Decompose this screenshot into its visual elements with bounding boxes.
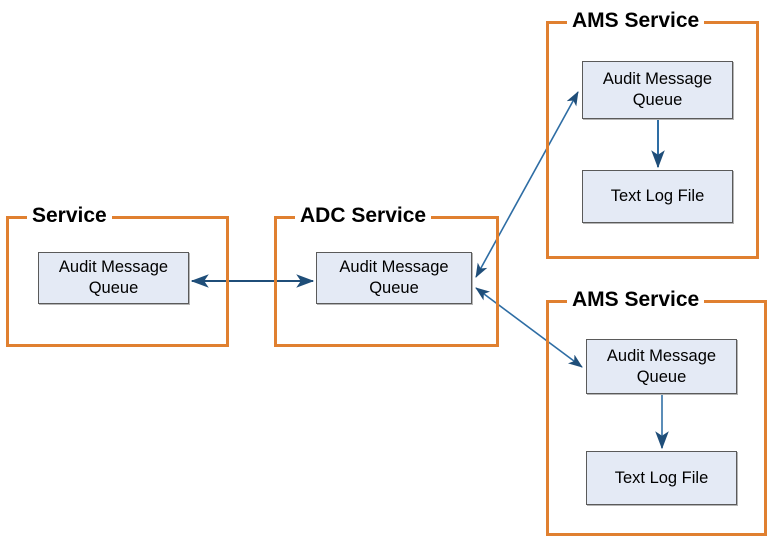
node-ams-top-text-log-file: Text Log File <box>582 170 733 223</box>
container-adc-service-title: ADC Service <box>295 203 432 229</box>
node-ams-top-amq-line1: Audit Message <box>602 70 713 88</box>
node-service-amq-line2: Queue <box>88 279 139 297</box>
container-ams-service-top-title: AMS Service <box>567 8 705 34</box>
node-ams-bottom-log-line1: Text Log File <box>614 468 709 487</box>
container-ams-service-bottom: AMS Service <box>546 287 767 536</box>
node-adc-amq-line2: Queue <box>369 279 419 297</box>
container-ams-service-bottom-title: AMS Service <box>567 287 705 313</box>
node-adc-amq-line1: Audit Message <box>339 258 449 276</box>
node-ams-bottom-amq-line2: Queue <box>636 367 687 386</box>
node-ams-bottom-text-log-file: Text Log File <box>586 451 737 505</box>
node-ams-top-audit-message-queue: Audit Message Queue <box>582 61 733 119</box>
container-service-title: Service <box>27 203 112 229</box>
container-service: Service <box>6 203 229 347</box>
node-adc-audit-message-queue: Audit Message Queue <box>316 252 472 304</box>
node-service-audit-message-queue: Audit Message Queue <box>38 252 189 304</box>
node-service-amq-line1: Audit Message <box>58 258 169 276</box>
container-ams-service-top: AMS Service <box>546 8 759 259</box>
node-ams-bottom-audit-message-queue: Audit Message Queue <box>586 339 737 394</box>
node-ams-bottom-amq-line1: Audit Message <box>606 346 717 365</box>
node-ams-top-log-line1: Text Log File <box>610 187 705 205</box>
node-ams-top-amq-line2: Queue <box>632 91 683 109</box>
container-adc-service: ADC Service <box>274 203 499 347</box>
